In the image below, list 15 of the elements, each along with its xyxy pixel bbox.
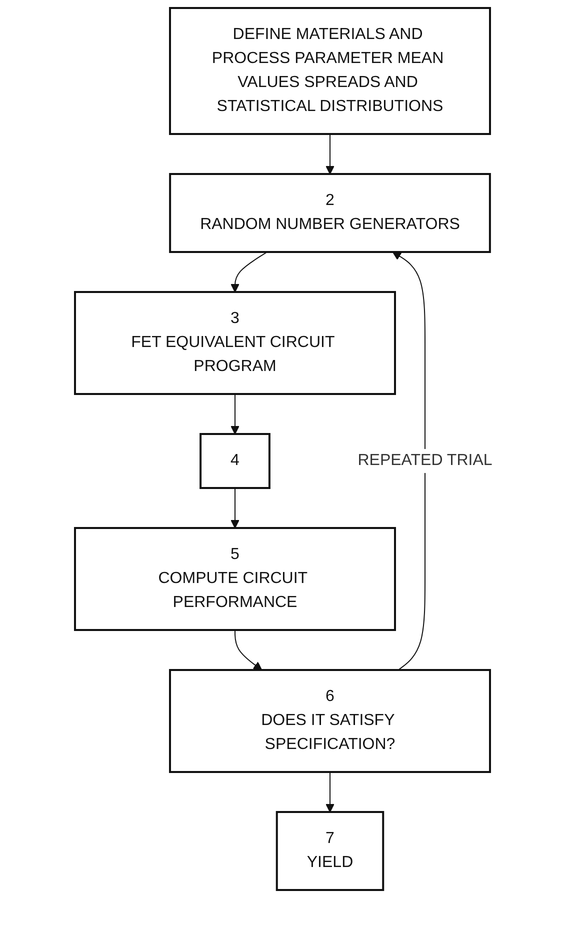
node-box: 3 FET EQUIVALENT CIRCUIT PROGRAM (74, 291, 396, 395)
node-box: 4 (199, 433, 270, 489)
node-box: 2 RANDOM NUMBER GENERATORS (168, 173, 491, 253)
arrow (230, 394, 240, 434)
node-box: 6 DOES IT SATISFY SPECIFICATION? (168, 669, 491, 773)
node-box: 7 YIELD (276, 811, 384, 891)
arrow (234, 630, 262, 670)
arrow (325, 772, 334, 812)
arrow (392, 252, 426, 670)
node-box: DEFINE MATERIALS AND PROCESS PARAMETER MEAN VALUES SPREADS AND STATISTICAL DISTRIBUTIONS (168, 7, 491, 135)
arrow (230, 252, 268, 292)
edge-label: REPEATED TRIAL (358, 452, 492, 469)
arrow (230, 488, 240, 528)
arrow (325, 134, 334, 174)
node-box: 5 COMPUTE CIRCUIT PERFORMANCE (74, 527, 396, 631)
